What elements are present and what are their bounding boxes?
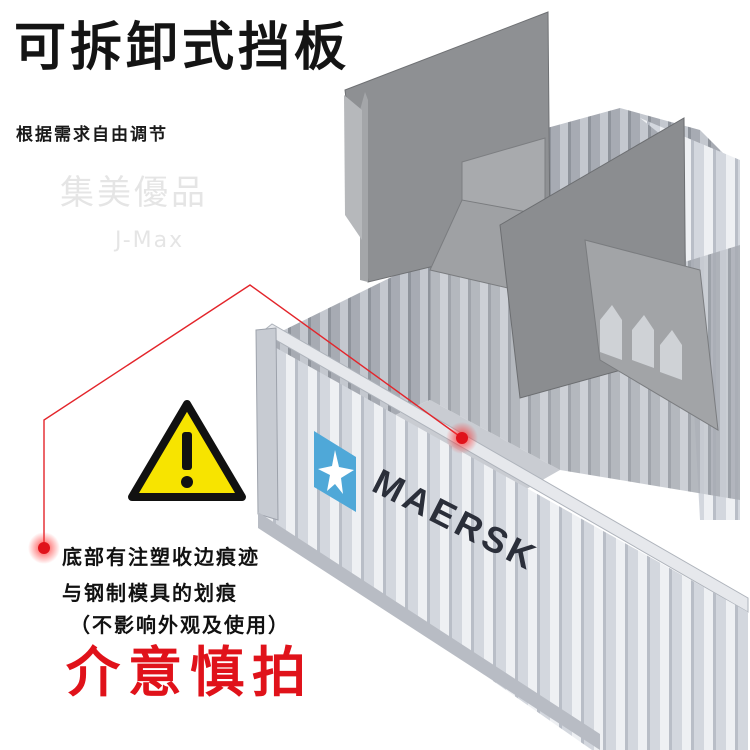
caution-text: 介意慎拍 (66, 641, 314, 704)
floor-marker-dot (456, 432, 468, 444)
notice-line-3: （不影响外观及使用） (70, 613, 290, 637)
container-front-wall (262, 340, 748, 750)
notice-line-2: 与钢制模具的划痕 (62, 581, 238, 605)
warning-icon (128, 400, 246, 501)
watermark-brand: 集美優品 (60, 173, 208, 213)
page-subtitle: 根据需求自由调节 (16, 125, 168, 145)
watermark-latin: J-Max (115, 228, 185, 253)
pointer-line (43, 284, 463, 548)
container-top-rail (261, 323, 749, 613)
star-logo-icon (314, 431, 356, 512)
notice-line-1: 底部有注塑收边痕迹 (62, 545, 260, 569)
container-corner-post (255, 327, 279, 521)
page-title: 可拆卸式挡板 (14, 18, 351, 78)
container-bottom-rail (258, 512, 600, 750)
divider-panels (344, 11, 719, 431)
notice-marker-dot (38, 542, 50, 554)
